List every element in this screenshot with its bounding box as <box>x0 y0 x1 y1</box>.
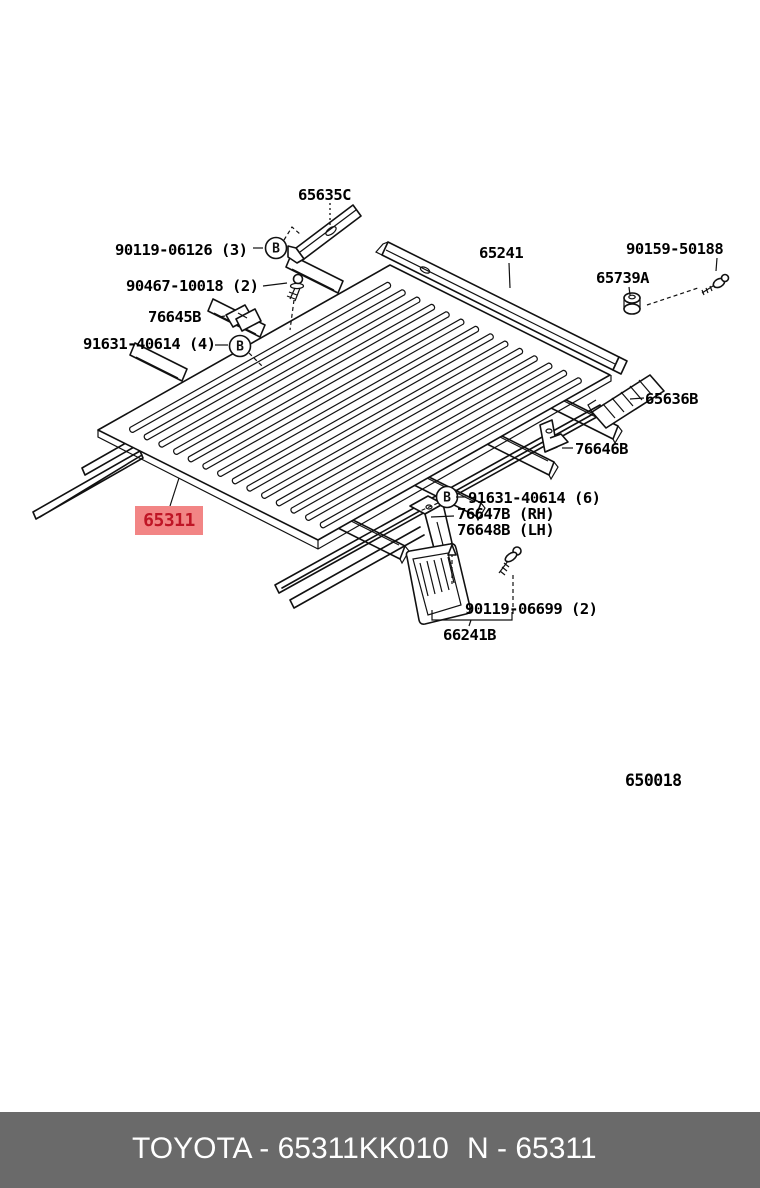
footer-bar: TOYOTA - 65311KK010 N - 65311 <box>0 1112 760 1188</box>
part-label-91631-40614-6[interactable]: 91631-40614 (6) <box>468 489 601 507</box>
bracket-76646b[interactable] <box>539 419 569 453</box>
part-label-66241b[interactable]: 66241B <box>443 626 497 644</box>
part-label-65635c[interactable]: 65635C <box>298 186 352 204</box>
footer-catalog-reference: N - 65311 <box>467 1132 597 1165</box>
part-label-90119-06126[interactable]: 90119-06126 (3) <box>115 241 248 259</box>
bracket-65635c[interactable] <box>287 204 362 264</box>
grommet-65739a[interactable] <box>623 292 641 315</box>
part-label-90119-06699[interactable]: 90119-06699 (2) <box>465 600 598 618</box>
part-label-90467-10018[interactable]: 90467-10018 (2) <box>126 277 259 295</box>
bolt-90119-06699[interactable] <box>498 546 522 576</box>
figure-number: 650018 <box>625 771 682 790</box>
part-label-90159-50188[interactable]: 90159-50188 <box>626 240 724 258</box>
clip-76645b[interactable] <box>225 304 262 332</box>
svg-text:B: B <box>443 491 451 506</box>
svg-text:B: B <box>236 340 244 355</box>
svg-text:B: B <box>272 242 280 257</box>
bolt-marker-90119-06126[interactable]: B <box>264 236 288 260</box>
mud-flap-66241b[interactable] <box>405 543 471 625</box>
leader-lines <box>169 203 718 627</box>
part-label-76647b[interactable]: 76647B (RH) <box>457 505 555 523</box>
floor-panel-65311[interactable] <box>97 264 612 550</box>
part-label-65739a[interactable]: 65739A <box>596 269 650 287</box>
bolt-marker-91631-6[interactable]: B <box>435 485 459 509</box>
part-label-65241[interactable]: 65241 <box>479 244 524 262</box>
part-label-65636b[interactable]: 65636B <box>645 390 699 408</box>
part-label-76646b[interactable]: 76646B <box>575 440 629 458</box>
bolt-marker-91631-4[interactable]: B <box>228 334 252 358</box>
footer-brand-part-number: TOYOTA - 65311KK010 <box>132 1132 449 1165</box>
selected-part-label[interactable]: 65311 <box>135 506 203 535</box>
clip-bolt-90467[interactable] <box>286 273 305 302</box>
parts-diagram-linework: B B B <box>32 203 730 627</box>
part-label-91631-40614-4[interactable]: 91631-40614 (4) <box>83 335 216 353</box>
part-label-76645b[interactable]: 76645B <box>148 308 202 326</box>
sill-65636b[interactable] <box>587 374 665 429</box>
screw-90159[interactable] <box>701 273 730 296</box>
part-label-76648b[interactable]: 76648B (LH) <box>457 521 555 539</box>
side-rail-65241[interactable] <box>375 241 628 375</box>
